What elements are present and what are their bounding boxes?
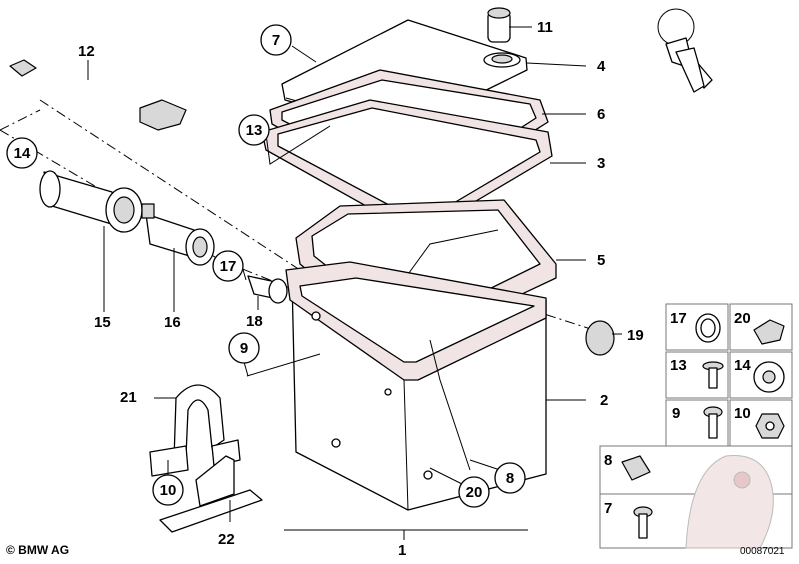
callout-2: 2 — [600, 392, 608, 409]
part-lock-cylinder — [483, 7, 521, 68]
part-cable — [9, 59, 187, 131]
callout-1: 1 — [398, 542, 406, 559]
svg-text:10: 10 — [160, 482, 177, 499]
svg-text:9: 9 — [672, 405, 680, 422]
callout-4: 4 — [597, 58, 606, 75]
part-lid-frame — [261, 99, 553, 227]
callout-14: 14 — [6, 137, 38, 169]
svg-text:21: 21 — [120, 389, 137, 406]
drawing-number: 00087021 — [740, 546, 785, 557]
callout-7: 7 — [260, 24, 292, 56]
callout-3: 3 — [597, 155, 605, 172]
part-plug — [585, 320, 615, 356]
callout-17: 17 — [212, 250, 244, 282]
callout-13: 13 — [238, 114, 270, 146]
callout-5: 5 — [597, 252, 605, 269]
svg-text:13: 13 — [670, 357, 687, 374]
grid-label-14: 14 — [734, 357, 751, 374]
callout-10: 10 — [152, 474, 184, 506]
svg-text:18: 18 — [246, 313, 263, 330]
svg-text:4: 4 — [597, 58, 606, 75]
svg-text:19: 19 — [627, 327, 644, 344]
callout-9: 9 — [228, 332, 260, 364]
svg-text:© BMW AG: © BMW AG — [6, 543, 69, 557]
svg-text:00087021: 00087021 — [740, 546, 785, 557]
svg-text:6: 6 — [597, 106, 605, 123]
svg-text:8: 8 — [506, 470, 514, 487]
svg-text:7: 7 — [272, 32, 280, 49]
svg-text:20: 20 — [734, 310, 751, 327]
svg-text:8: 8 — [604, 452, 612, 469]
svg-text:2: 2 — [600, 392, 608, 409]
callout-21: 21 — [120, 389, 137, 406]
copyright-label: © BMW AG — [6, 543, 69, 557]
svg-text:16: 16 — [164, 314, 181, 331]
grid-label-13: 13 — [670, 357, 687, 374]
part-storage-box — [285, 261, 547, 511]
leader-lines — [87, 26, 622, 540]
part-keys — [657, 8, 713, 93]
svg-text:17: 17 — [220, 258, 237, 275]
svg-text:5: 5 — [597, 252, 605, 269]
callout-22: 22 — [218, 531, 235, 548]
grid-label-17: 17 — [670, 310, 687, 327]
callout-18: 18 — [246, 313, 263, 330]
part-cap — [247, 275, 288, 304]
small-parts-grid — [599, 303, 793, 549]
part-socket-insert — [141, 203, 215, 266]
svg-text:10: 10 — [734, 405, 751, 422]
callout-20: 20 — [458, 476, 490, 508]
svg-text:1: 1 — [398, 542, 406, 559]
callout-11: 11 — [537, 19, 553, 36]
grid-label-7: 7 — [604, 500, 612, 517]
grid-label-10: 10 — [734, 405, 751, 422]
grid-label-9: 9 — [672, 405, 680, 422]
callout-16: 16 — [164, 314, 181, 331]
svg-text:9: 9 — [240, 340, 248, 357]
svg-text:7: 7 — [604, 500, 612, 517]
svg-text:11: 11 — [537, 19, 553, 36]
svg-text:12: 12 — [78, 43, 95, 60]
callout-12: 12 — [78, 43, 95, 60]
part-socket-housing — [39, 170, 143, 233]
callout-8: 8 — [494, 462, 526, 494]
svg-text:14: 14 — [734, 357, 751, 374]
callout-19: 19 — [627, 327, 644, 344]
svg-text:15: 15 — [94, 314, 111, 331]
svg-text:17: 17 — [670, 310, 687, 327]
grid-label-8: 8 — [604, 452, 612, 469]
grid-label-20: 20 — [734, 310, 751, 327]
svg-text:22: 22 — [218, 531, 235, 548]
svg-text:14: 14 — [14, 145, 31, 162]
svg-text:3: 3 — [597, 155, 605, 172]
svg-text:13: 13 — [246, 122, 263, 139]
callout-15: 15 — [94, 314, 111, 331]
callout-6: 6 — [597, 106, 605, 123]
part-rail — [159, 455, 263, 533]
svg-text:20: 20 — [466, 484, 483, 501]
